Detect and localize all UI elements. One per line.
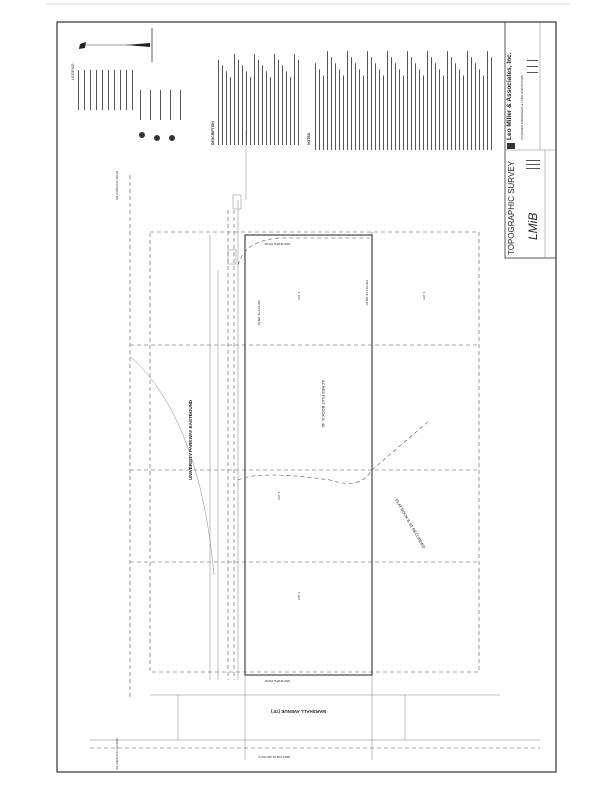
fine-print-line xyxy=(383,75,384,150)
plat-book-label-a: ACRES PLAT BOOK 8, 40 xyxy=(321,380,326,428)
fine-print-line xyxy=(407,51,408,151)
fine-print-line xyxy=(270,77,271,145)
fine-print-line xyxy=(471,57,472,150)
fine-print-line xyxy=(238,59,239,145)
fine-print-line xyxy=(483,75,484,150)
fine-print-line xyxy=(315,63,316,150)
fine-print-line xyxy=(447,51,448,151)
fine-print-line xyxy=(399,69,400,150)
fine-print-line xyxy=(431,57,432,150)
lot-label-1: LOT 1 xyxy=(277,491,281,500)
fine-print-line xyxy=(463,75,464,150)
fine-print-line xyxy=(475,63,476,150)
fine-print-line xyxy=(375,63,376,150)
fine-print-line xyxy=(411,57,412,150)
fine-print-line xyxy=(339,69,340,150)
fine-print-line xyxy=(327,51,328,151)
legend: LEGEND xyxy=(70,63,181,141)
fine-print-line xyxy=(234,53,235,145)
fine-print-line xyxy=(250,77,251,145)
fine-print-line xyxy=(246,71,247,145)
fine-print-line xyxy=(222,65,223,145)
fine-print-line xyxy=(278,59,279,145)
fine-print-line xyxy=(347,51,348,151)
fine-print-line xyxy=(455,63,456,150)
subject-lot xyxy=(244,234,373,676)
fine-print-line xyxy=(298,59,299,145)
marshall-avenue xyxy=(90,675,540,760)
dim-north: S00°06'17"E 289.52' xyxy=(257,300,261,326)
fine-print-line xyxy=(467,51,468,151)
title-text: TOPOGRAPHIC SURVEY xyxy=(507,160,516,255)
svg-text:NOTES: NOTES xyxy=(307,132,311,145)
fine-print-line xyxy=(487,51,488,151)
dim-east: N89°48'38"E 150.00' xyxy=(264,679,290,683)
dim-west: N89°48'38"E 150.00' xyxy=(264,242,290,246)
fine-print-line xyxy=(294,53,295,145)
fine-print-line xyxy=(435,63,436,150)
fine-print-line xyxy=(387,51,388,151)
plat-book-label-b: PLAT BOOK 8, 61 RECORDED xyxy=(394,498,427,549)
fine-print-line xyxy=(335,63,336,150)
fine-print-line xyxy=(419,69,420,150)
svg-text:DESCRIPTION: DESCRIPTION xyxy=(211,121,215,145)
sw-corner-label: SW CORNER OF SECTION xyxy=(116,738,119,770)
road-label-marshall-avenue: MARSHALL AVENUE (70') xyxy=(271,709,326,714)
title-block: TOPOGRAPHIC SURVEY Leo Miller & Associat… xyxy=(504,21,557,259)
dim-south: S00°06'17"E 289.52' xyxy=(365,280,369,306)
nw-corner-label: NW CORNER OF NW 1/4 xyxy=(116,171,119,200)
fine-print-line xyxy=(226,71,227,145)
fine-print-line xyxy=(391,57,392,150)
fine-print-line xyxy=(258,59,259,145)
firm-name: Leo Miller & Associates, Inc. xyxy=(506,52,513,140)
fine-print-line xyxy=(290,77,291,145)
fine-print-line xyxy=(343,75,344,150)
university-parkway xyxy=(209,130,431,680)
fine-print-line xyxy=(443,75,444,150)
fine-print-line xyxy=(479,69,480,150)
fine-print-line xyxy=(371,57,372,150)
fine-print-line xyxy=(230,77,231,145)
signature: LMiB xyxy=(526,213,540,240)
fine-print-line xyxy=(286,71,287,145)
road-label-university-parkway: UNIVERSITY PARKWAY EASTBOUND xyxy=(188,399,193,480)
fine-print-line xyxy=(266,71,267,145)
fine-print-line xyxy=(459,69,460,150)
firm-subtitle: LICENSED ENGINEERS & LAND SURVEYORS xyxy=(520,75,524,140)
fine-print-line xyxy=(355,63,356,150)
fine-print-line xyxy=(415,63,416,150)
fine-print-line xyxy=(427,51,428,151)
fine-print-line xyxy=(282,65,283,145)
notes-block: NOTES xyxy=(307,51,492,151)
lot-label-2: LOT 2 xyxy=(297,291,301,300)
fine-print-line xyxy=(403,75,404,150)
fine-print-line xyxy=(242,65,243,145)
fine-print-line xyxy=(439,69,440,150)
svg-text:LEGEND: LEGEND xyxy=(70,63,75,80)
fine-print-line xyxy=(359,69,360,150)
fine-print-line xyxy=(319,69,320,150)
fine-print-line xyxy=(423,75,424,150)
fine-print-line xyxy=(395,63,396,150)
lot-label-3: LOT 3 xyxy=(297,591,301,600)
description-block: DESCRIPTION xyxy=(211,53,299,145)
fine-print-line xyxy=(262,65,263,145)
fine-print-line xyxy=(491,57,492,150)
fine-print-line xyxy=(254,53,255,145)
fine-print-line xyxy=(367,51,368,151)
parcel-boundaries xyxy=(129,175,480,700)
fine-print-line xyxy=(379,69,380,150)
fine-print-line xyxy=(351,57,352,150)
firm-logo xyxy=(507,143,515,149)
lot-label-4: LOT 4 xyxy=(422,291,426,300)
fine-print-line xyxy=(451,57,452,150)
sheet-border xyxy=(56,21,557,773)
section-line-label: WEST LINE OF SECTION 2 xyxy=(258,755,290,758)
north-arrow-icon xyxy=(79,28,153,62)
fine-print-line xyxy=(363,75,364,150)
fine-print-line xyxy=(331,57,332,150)
fine-print-line xyxy=(218,59,219,145)
fine-print-line xyxy=(274,53,275,145)
fine-print-line xyxy=(323,75,324,150)
